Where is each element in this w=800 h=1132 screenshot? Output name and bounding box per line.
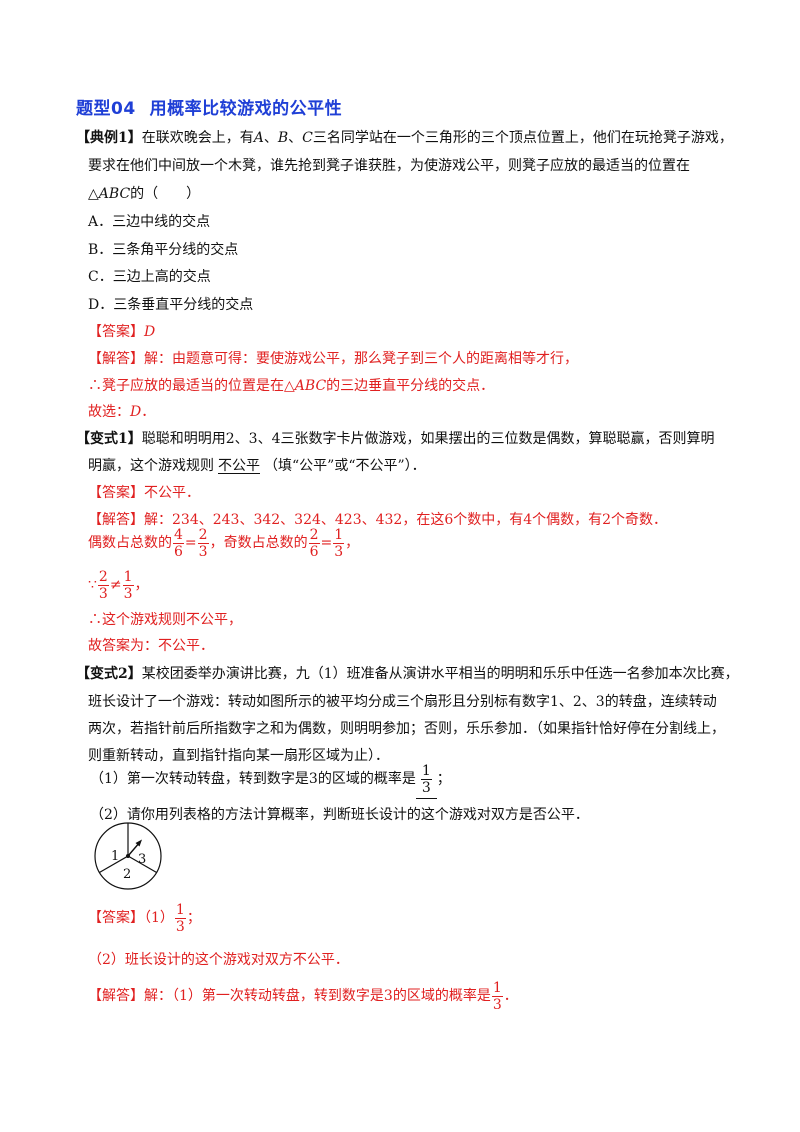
- variant1-solution-1: 【解答】解：234、243、342、324、423、432，在这6个数中，有4个…: [88, 512, 668, 528]
- example1-solution-3: 故选：D．: [88, 404, 156, 420]
- example1-line3: △ABC的（ ）: [88, 186, 201, 202]
- variant2-line1: 【变式2】某校团委举办演讲比赛，九（1）班准备从演讲水平相当的明明和乐乐中任选一…: [76, 666, 739, 682]
- variant2-line4: 则重新转动，直到指针指向某一扇形区域为止）．: [88, 748, 389, 764]
- variant1-solution-4: ∴这个游戏规则不公平，: [88, 612, 242, 628]
- option-a: A．三边中线的交点: [88, 214, 211, 230]
- spinner-diagram: 1 3 2: [94, 822, 162, 890]
- variant2-tag: 【变式2】: [76, 666, 142, 682]
- example1-line1: 【典例1】在联欢晚会上，有A、B、C三名同学站在一个三角形的三个顶点位置上，他们…: [76, 130, 733, 146]
- variant1-tag: 【变式1】: [76, 431, 142, 447]
- option-c: C．三边上高的交点: [88, 269, 211, 285]
- example1-solution-1: 【解答】解：由题意可得：要使游戏公平，那么凳子到三个人的距离相等才行，: [88, 351, 578, 367]
- example1-answer: 【答案】D: [88, 324, 156, 340]
- section-heading: 用概率比较游戏的公平性: [149, 99, 343, 119]
- variant1-solution-5: 故答案为：不公平．: [88, 638, 214, 654]
- example1-solution-2: ∴凳子应放的最适当的位置是在△ABC的三边垂直平分线的交点．: [88, 378, 495, 394]
- spinner-label-2: 2: [123, 867, 131, 882]
- spinner-center: [126, 854, 130, 858]
- variant2-answer-2: （2）班长设计的这个游戏对双方不公平．: [88, 952, 349, 968]
- option-b: B．三条角平分线的交点: [88, 242, 239, 258]
- spinner-divider: [99, 855, 129, 874]
- spinner-divider: [127, 855, 157, 874]
- spinner-label-3: 3: [138, 852, 146, 867]
- example1-tag: 【典例1】: [76, 130, 142, 146]
- variant1-blank: 不公平: [218, 458, 260, 474]
- variant1-line2: 明赢，这个游戏规则不公平（填“公平”或“不公平”）．: [88, 458, 426, 474]
- pointer-arrow-icon: [135, 839, 142, 847]
- section-number: 题型04: [76, 99, 136, 119]
- example1-line2: 要求在他们中间放一个木凳，谁先抢到凳子谁获胜，为使游戏公平，则凳子应放的最适当的…: [88, 158, 690, 174]
- variant1-line1: 【变式1】聪聪和明明用2、3、4三张数字卡片做游戏，如果摆出的三位数是偶数，算聪…: [76, 431, 715, 447]
- variant1-answer: 【答案】不公平．: [88, 485, 200, 501]
- spinner-label-1: 1: [111, 849, 119, 864]
- variant2-line3: 两次，若指针前后所指数字之和为偶数，则明明参加；否则，乐乐参加．（如果指针恰好停…: [88, 721, 725, 737]
- section-title: 题型04 用概率比较游戏的公平性: [76, 94, 342, 119]
- variant2-line2: 班长设计了一个游戏：转动如图所示的被平均分成三个扇形且分别标有数字1、2、3的转…: [88, 694, 717, 710]
- variant2-question2: （2）请你用列表格的方法计算概率，判断班长设计的这个游戏对双方是否公平．: [90, 807, 589, 823]
- option-d: D．三条垂直平分线的交点: [88, 297, 254, 313]
